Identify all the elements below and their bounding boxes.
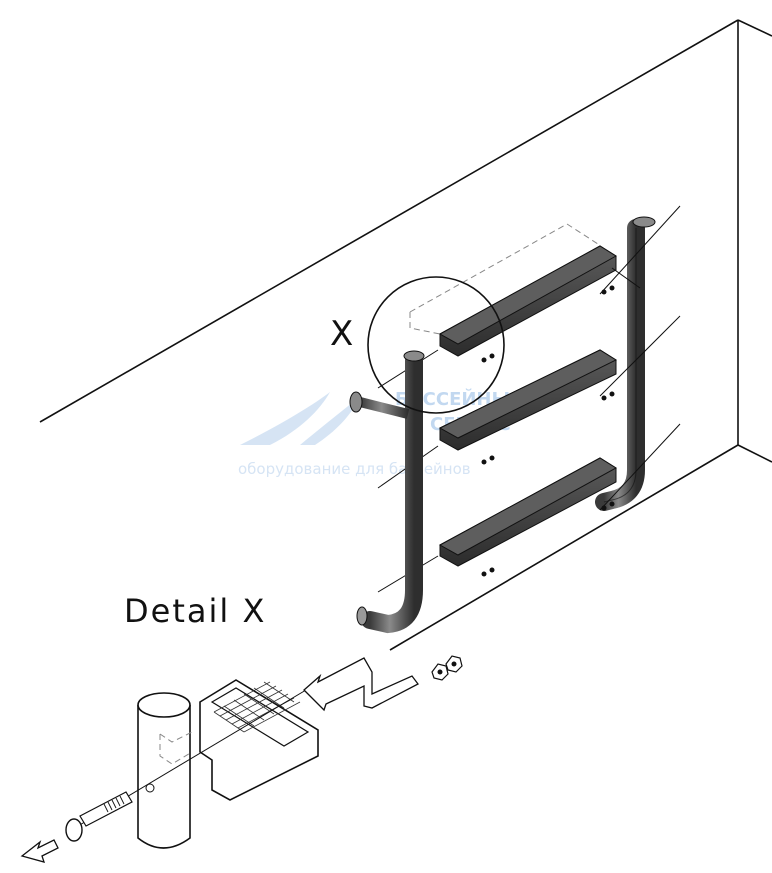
deck-dashed-outline bbox=[409, 223, 599, 335]
insert-arrow-icon bbox=[20, 839, 59, 863]
detail-circle: X bbox=[330, 276, 505, 414]
left-handrail bbox=[349, 350, 425, 634]
detail-assembly bbox=[20, 655, 463, 863]
step-top bbox=[438, 245, 641, 357]
bolt-thread bbox=[103, 795, 125, 813]
detail-title: Detail X bbox=[124, 592, 266, 630]
detail-circle-label: X bbox=[330, 314, 353, 354]
right-handrail bbox=[595, 216, 656, 511]
pool-wall bbox=[39, 19, 772, 651]
step-bottom bbox=[438, 457, 617, 567]
watermark-brand-1: БАССЕЙНЫ bbox=[395, 388, 510, 410]
watermark-tagline: оборудование для бассейнов bbox=[238, 460, 471, 478]
nuts-icon bbox=[431, 655, 463, 681]
direction-arrow-icon bbox=[303, 657, 419, 712]
step-middle bbox=[438, 349, 618, 451]
